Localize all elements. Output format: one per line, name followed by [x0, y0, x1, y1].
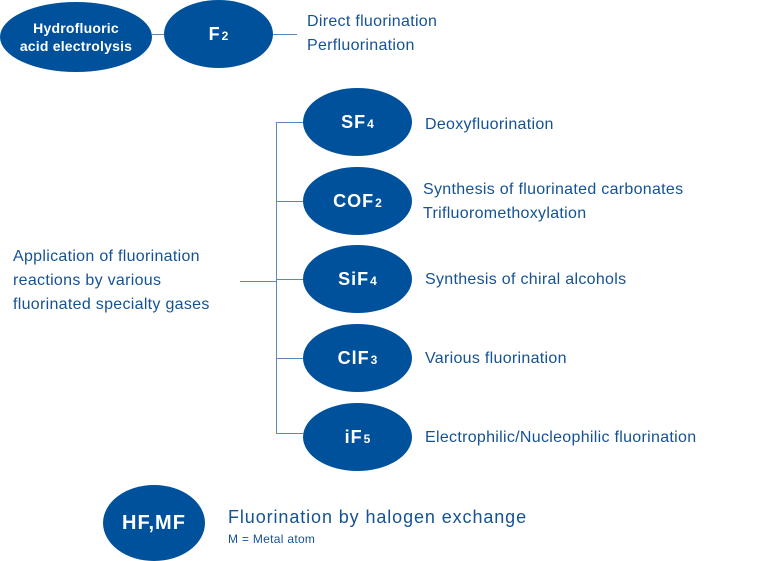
branch-line: [276, 358, 303, 360]
node-subscript: 4: [370, 274, 377, 288]
if5-applications: Electrophilic/Nucleophilic fluorination: [425, 426, 696, 450]
branch-line: [276, 122, 303, 124]
connector-line: [273, 34, 297, 36]
clf3-applications: Various fluorination: [425, 347, 567, 371]
application-text: Various fluorination: [425, 350, 567, 367]
node-label: Hydrofluoric acid electrolysis: [20, 19, 132, 55]
node-label: COF: [333, 190, 375, 211]
tree-trunk-line: [276, 123, 278, 434]
node-subscript: 3: [370, 353, 378, 367]
node-label-line: Hydrofluoric: [33, 20, 119, 36]
sf4-applications: Deoxyfluorination: [425, 113, 554, 137]
application-text: Synthesis of chiral alcohols: [425, 271, 627, 288]
node-label: F: [208, 23, 221, 44]
application-text: Electrophilic/Nucleophilic fluorination: [425, 429, 697, 446]
f2-applications: Direct fluorination Perfluorination: [307, 10, 437, 58]
application-text: Deoxyfluorination: [425, 116, 554, 133]
node-subscript: 4: [367, 117, 374, 131]
node-hydrofluoric-acid-electrolysis: Hydrofluoric acid electrolysis: [0, 2, 152, 72]
central-label-line: reactions by various: [13, 272, 162, 289]
central-connector-line: [240, 281, 277, 283]
node-subscript: 5: [363, 432, 371, 446]
branch-line: [276, 279, 303, 281]
application-text: Trifluoromethoxylation: [423, 205, 587, 222]
central-label-line: Application of fluorination: [13, 248, 200, 265]
application-text: Synthesis of fluorinated carbonates: [423, 181, 684, 198]
branch-line: [276, 433, 303, 435]
node-subscript: 2: [375, 196, 382, 210]
application-text: Perfluorination: [307, 37, 415, 54]
cof2-applications: Synthesis of fluorinated carbonates Trif…: [423, 178, 683, 226]
halogen-exchange-description: Fluorination by halogen exchange: [228, 507, 527, 527]
sif4-applications: Synthesis of chiral alcohols: [425, 268, 626, 292]
branch-line: [276, 201, 303, 203]
halogen-exchange-note: M = Metal atom: [228, 532, 316, 546]
central-label-line: fluorinated specialty gases: [13, 296, 210, 313]
node-label-line: acid electrolysis: [19, 38, 133, 54]
node-hf-mf: HF,MF: [103, 485, 205, 561]
application-text: Direct fluorination: [307, 13, 438, 30]
node-label: SiF: [338, 268, 370, 289]
connector-line: [152, 34, 164, 36]
central-label: Application of fluorination reactions by…: [13, 245, 210, 317]
node-label: ClF: [337, 347, 370, 368]
node-label: HF,MF: [122, 511, 186, 534]
node-label: SF: [341, 111, 367, 132]
node-subscript: 2: [221, 29, 229, 43]
node-label: iF: [344, 426, 363, 447]
